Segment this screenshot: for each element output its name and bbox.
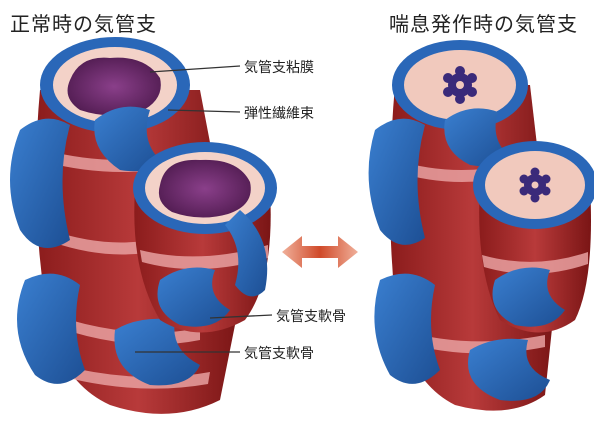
label-cartilage-2: 気管支軟骨 <box>244 343 314 363</box>
transition-arrow <box>282 236 358 268</box>
cartilage-band <box>17 274 85 384</box>
cartilage-band <box>10 119 70 248</box>
cartilage-band <box>369 119 425 245</box>
normal-bronchus <box>10 37 277 414</box>
normal-front-lumen <box>159 160 251 218</box>
asthma-bronchus <box>369 40 594 411</box>
label-cartilage-1: 気管支軟骨 <box>276 306 346 326</box>
normal-upper-lumen <box>68 58 161 116</box>
label-mucosa: 気管支粘膜 <box>244 57 314 77</box>
label-elastic-fiber: 弾性繊維束 <box>244 103 314 123</box>
cartilage-band <box>374 274 440 384</box>
double-arrow-icon <box>282 236 358 268</box>
